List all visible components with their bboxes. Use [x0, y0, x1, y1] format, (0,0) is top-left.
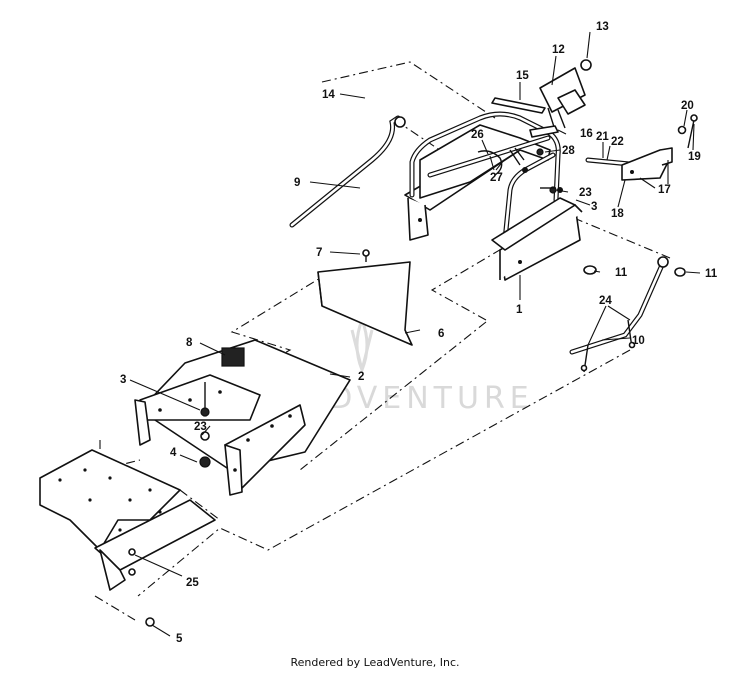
- rod-part-9: [289, 115, 406, 228]
- callout-19: 19: [688, 151, 701, 163]
- callout-7: 7: [316, 247, 322, 259]
- plate-part-15: [491, 97, 546, 114]
- callout-6: 6: [438, 328, 444, 340]
- callout-15: 15: [516, 70, 529, 82]
- callout-10: 10: [632, 335, 645, 347]
- callout-3-lower: 3: [120, 374, 126, 386]
- callout-23-lower: 23: [194, 421, 207, 433]
- callout-20: 20: [681, 100, 694, 112]
- washer-parts-11: [583, 265, 686, 277]
- callout-11-right: 11: [705, 268, 718, 280]
- callout-9: 9: [294, 177, 300, 189]
- callout-labels: 14 13 12 15 16 26 28 27 21 22 20 19 17 1…: [120, 21, 718, 645]
- callout-2: 2: [358, 371, 364, 383]
- switch-bracket-part-12: [539, 59, 592, 131]
- callout-26: 26: [471, 129, 484, 141]
- callout-16: 16: [580, 128, 593, 140]
- callout-4: 4: [170, 447, 177, 459]
- callout-13: 13: [596, 21, 609, 33]
- callout-28: 28: [562, 145, 575, 157]
- plate-part-6: [317, 249, 413, 346]
- callout-23-upper: 23: [579, 187, 592, 199]
- lever-part-10: [569, 256, 669, 373]
- callout-27: 27: [490, 172, 503, 184]
- callout-25: 25: [186, 577, 199, 589]
- callout-8: 8: [186, 337, 193, 349]
- callout-21: 21: [596, 131, 609, 143]
- link-hardware-parts-17-22: [585, 114, 698, 181]
- plate-part-2: [134, 339, 351, 496]
- bracket-frame-part-1: [404, 111, 583, 281]
- lower-chassis: [39, 449, 216, 627]
- plate-part-16: [529, 125, 559, 138]
- callout-5: 5: [176, 633, 183, 645]
- callout-18: 18: [611, 208, 624, 220]
- callout-12: 12: [552, 44, 565, 56]
- callout-17: 17: [658, 184, 671, 196]
- callout-22: 22: [611, 136, 624, 148]
- callout-14: 14: [322, 89, 335, 101]
- callout-24: 24: [599, 295, 612, 307]
- footer-credit: Rendered by LeadVenture, Inc.: [290, 656, 460, 669]
- spring-pin-parts-26-28: [477, 147, 557, 194]
- callout-3-upper: 3: [591, 201, 597, 213]
- callout-1: 1: [516, 304, 523, 316]
- leader-lines: [129, 31, 701, 637]
- callout-11-center: 11: [615, 267, 628, 279]
